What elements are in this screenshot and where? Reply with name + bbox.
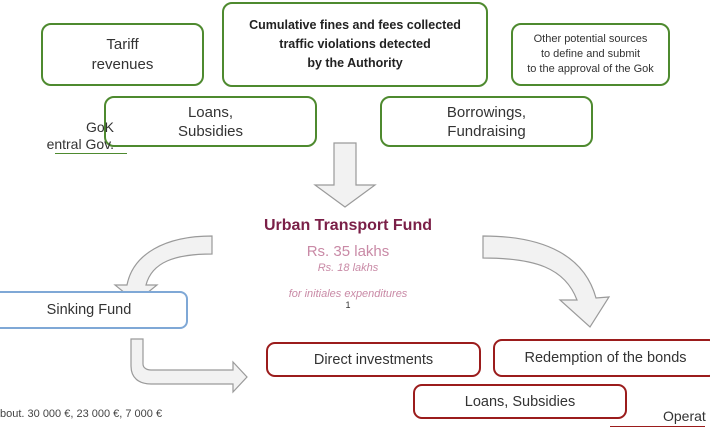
direct-investments-label: Direct investments	[313, 351, 434, 368]
sinking-fund-label: Sinking Fund	[46, 302, 132, 318]
gok-underline	[55, 153, 127, 154]
output-loans-subsidies-box: Loans, Subsidies	[413, 384, 627, 419]
fund-note-text: for initiales expenditures	[288, 288, 408, 300]
redemption-bonds-label: Redemption of the bonds	[524, 350, 687, 366]
fines-fees-label: Cumulative fines and fees collected traf…	[249, 18, 461, 70]
other-sources-box: Other potential sources to define and su…	[511, 23, 670, 86]
footer-left-text: bout. 30 000 €, 23 000 €, 7 000 €	[0, 408, 163, 420]
borrowings-box: Borrowings, Fundraising	[380, 96, 593, 147]
other-sources-label: Other potential sources to define and su…	[527, 33, 654, 75]
bent-arrow-icon	[130, 338, 248, 394]
sinking-fund-box: Sinking Fund	[0, 291, 188, 329]
curved-arrow-right-icon	[482, 235, 611, 328]
fund-amount: Rs. 35 lakhs	[306, 243, 390, 260]
gok-loans-subsidies-label: Loans, Subsidies	[177, 103, 244, 140]
fund-sub-amount: Rs. 18 lakhs	[317, 262, 379, 274]
footnote-mark: 1	[345, 300, 351, 310]
direct-investments-box: Direct investments	[266, 342, 481, 377]
borrowings-label: Borrowings, Fundraising	[446, 103, 527, 140]
fines-fees-box: Cumulative fines and fees collected traf…	[222, 2, 488, 87]
down-arrow-icon	[313, 142, 377, 208]
fund-title: Urban Transport Fund	[264, 217, 432, 234]
fund-note: for initiales expenditures 1	[228, 276, 468, 316]
gok-loans-subsidies-box: Loans, Subsidies	[104, 96, 317, 147]
redemption-bonds-box: Redemption of the bonds	[493, 339, 710, 377]
footer-right-text: Operat	[663, 408, 706, 424]
gok-label: GoK entral Gov.	[46, 119, 114, 152]
operations-underline	[610, 426, 705, 427]
output-loans-subsidies-label: Loans, Subsidies	[464, 393, 576, 410]
tariff-revenues-box: Tariff revenues	[41, 23, 204, 86]
tariff-revenues-label: Tariff revenues	[91, 35, 154, 73]
